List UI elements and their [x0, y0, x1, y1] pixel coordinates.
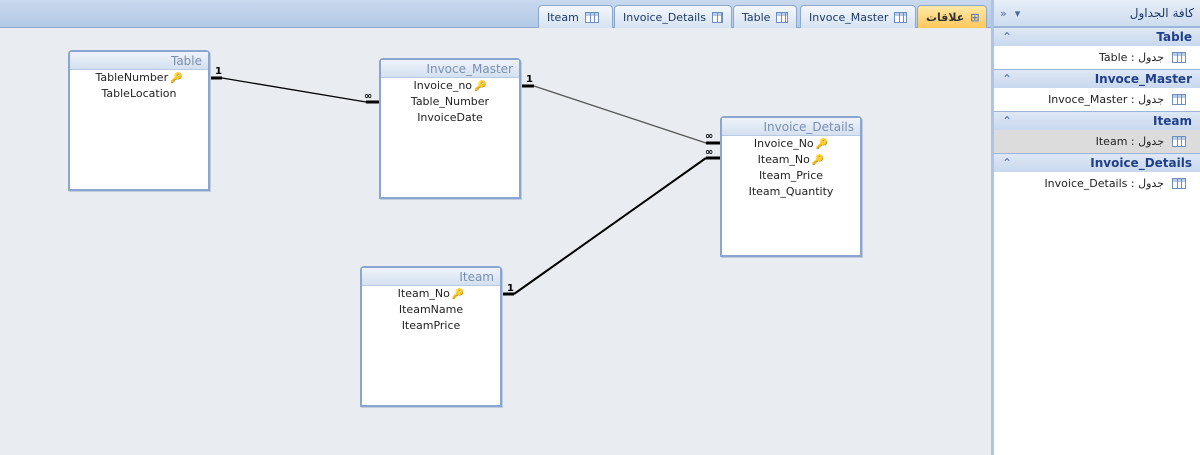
many-label: ∞ — [705, 147, 713, 158]
tab-label: Table — [742, 10, 771, 24]
table-box-invoce-master[interactable]: Invoce_Master Invoice_no🔑 Table_Number I… — [379, 58, 521, 199]
document-tabs: Iteam Invoice_Details Table Invoce_Maste… — [0, 0, 991, 28]
nav-pane-header: » ▾ كافة الجداول — [994, 0, 1200, 27]
collapse-pane-icon[interactable]: » — [1000, 6, 1007, 20]
tab-table[interactable]: Table — [733, 5, 797, 28]
chevron-up-icon[interactable]: ⌃ — [1002, 114, 1013, 128]
tab-label: Invoce_Master — [809, 10, 889, 24]
table-icon — [711, 11, 723, 23]
nav-group-invoce-master[interactable]: ⌃ Invoce_Master — [994, 69, 1200, 88]
field[interactable]: Table_Number — [410, 95, 490, 108]
tab-label: Iteam — [547, 10, 579, 24]
group-header: Invoce_Master — [1094, 72, 1192, 86]
relation-table-invoce-master — [210, 76, 379, 104]
many-label: ∞ — [705, 131, 713, 142]
relationships-icon: ⊞ — [970, 10, 980, 24]
table-title[interactable]: Table — [70, 52, 208, 70]
table-icon — [1172, 136, 1186, 147]
field[interactable]: TableNumber🔑 — [95, 71, 183, 84]
one-label: 1 — [526, 74, 533, 85]
dropdown-icon[interactable]: ▾ — [1014, 6, 1021, 20]
nav-item-table[interactable]: Table : جدول — [994, 46, 1200, 69]
one-label: 1 — [215, 66, 222, 77]
table-icon — [776, 11, 788, 23]
primary-key-icon: 🔑 — [451, 289, 465, 300]
item-label: Table : جدول — [1098, 51, 1164, 64]
table-title[interactable]: Invoce_Master — [381, 60, 519, 78]
group-header: Invoice_Details — [1090, 156, 1192, 170]
field[interactable]: Iteam_Quantity — [748, 185, 834, 198]
tab-iteam[interactable]: Iteam — [538, 5, 613, 28]
chevron-up-icon[interactable]: ⌃ — [1002, 72, 1013, 86]
field[interactable]: Invoice_No🔑 — [753, 137, 829, 150]
tab-relationships[interactable]: علاقات ⊞ — [917, 5, 987, 28]
one-label: 1 — [507, 283, 514, 294]
table-box-table[interactable]: Table TableNumber🔑 TableLocation — [68, 50, 210, 191]
table-icon — [1172, 94, 1186, 105]
table-icon — [894, 11, 907, 23]
relationship-lines: 1 ∞ 1 ∞ ∞ 1 — [210, 66, 720, 296]
tab-label: Invoice_Details — [623, 10, 706, 24]
nav-item-invoice-details[interactable]: Invoice_Details : جدول — [994, 172, 1200, 195]
field[interactable]: Invoice_no🔑 — [413, 79, 487, 92]
primary-key-icon: 🔑 — [811, 155, 825, 166]
nav-group-invoice-details[interactable]: ⌃ Invoice_Details — [994, 153, 1200, 172]
table-box-invoice-details[interactable]: Invoice_Details Invoice_No🔑 Iteam_No🔑 It… — [720, 116, 862, 257]
table-icon — [584, 11, 599, 23]
field[interactable]: IteamName — [398, 303, 464, 316]
field[interactable]: Iteam_Price — [758, 169, 824, 182]
field[interactable]: Iteam_No🔑 — [757, 153, 825, 166]
primary-key-icon: 🔑 — [474, 81, 487, 92]
chevron-up-icon[interactable]: ⌃ — [1002, 30, 1013, 44]
table-title[interactable]: Iteam — [362, 268, 500, 286]
nav-item-iteam[interactable]: Iteam : جدول — [994, 130, 1200, 153]
item-label: Invoice_Details : جدول — [1044, 177, 1164, 190]
field[interactable]: InvoiceDate — [417, 111, 483, 124]
relation-invoce-master-invoice-details — [521, 84, 720, 145]
table-icon — [1172, 178, 1186, 189]
field[interactable]: Iteam_No🔑 — [397, 287, 465, 300]
group-header: Table — [1156, 30, 1192, 44]
nav-group-iteam[interactable]: ⌃ Iteam — [994, 111, 1200, 130]
field[interactable]: TableLocation — [101, 87, 177, 100]
item-label: Iteam : جدول — [1095, 135, 1164, 148]
tab-invoce-master[interactable]: Invoce_Master — [800, 5, 916, 28]
primary-key-icon: 🔑 — [170, 73, 183, 84]
nav-pane-title[interactable]: كافة الجداول — [1129, 6, 1194, 20]
many-label: ∞ — [364, 91, 372, 102]
nav-item-invoce-master[interactable]: Invoce_Master : جدول — [994, 88, 1200, 111]
navigation-pane: » ▾ كافة الجداول ⌃ Table Table : جدول ⌃ In… — [991, 0, 1200, 455]
primary-key-icon: 🔑 — [815, 139, 829, 150]
table-icon — [1172, 52, 1186, 63]
chevron-up-icon[interactable]: ⌃ — [1002, 156, 1013, 170]
tab-label: علاقات — [926, 10, 965, 24]
tab-invoice-details[interactable]: Invoice_Details — [614, 5, 732, 28]
table-box-iteam[interactable]: Iteam Iteam_No🔑 IteamName IteamPrice — [360, 266, 502, 407]
group-header: Iteam — [1153, 114, 1192, 128]
table-title[interactable]: Invoice_Details — [722, 118, 860, 136]
item-label: Invoce_Master : جدول — [1048, 93, 1164, 106]
field[interactable]: IteamPrice — [401, 319, 461, 332]
relation-iteam-invoice-details — [500, 156, 720, 296]
nav-group-table[interactable]: ⌃ Table — [994, 27, 1200, 46]
relationships-canvas[interactable]: 1 ∞ 1 ∞ ∞ 1 Table TableNumber🔑 TableLoca… — [0, 29, 991, 455]
